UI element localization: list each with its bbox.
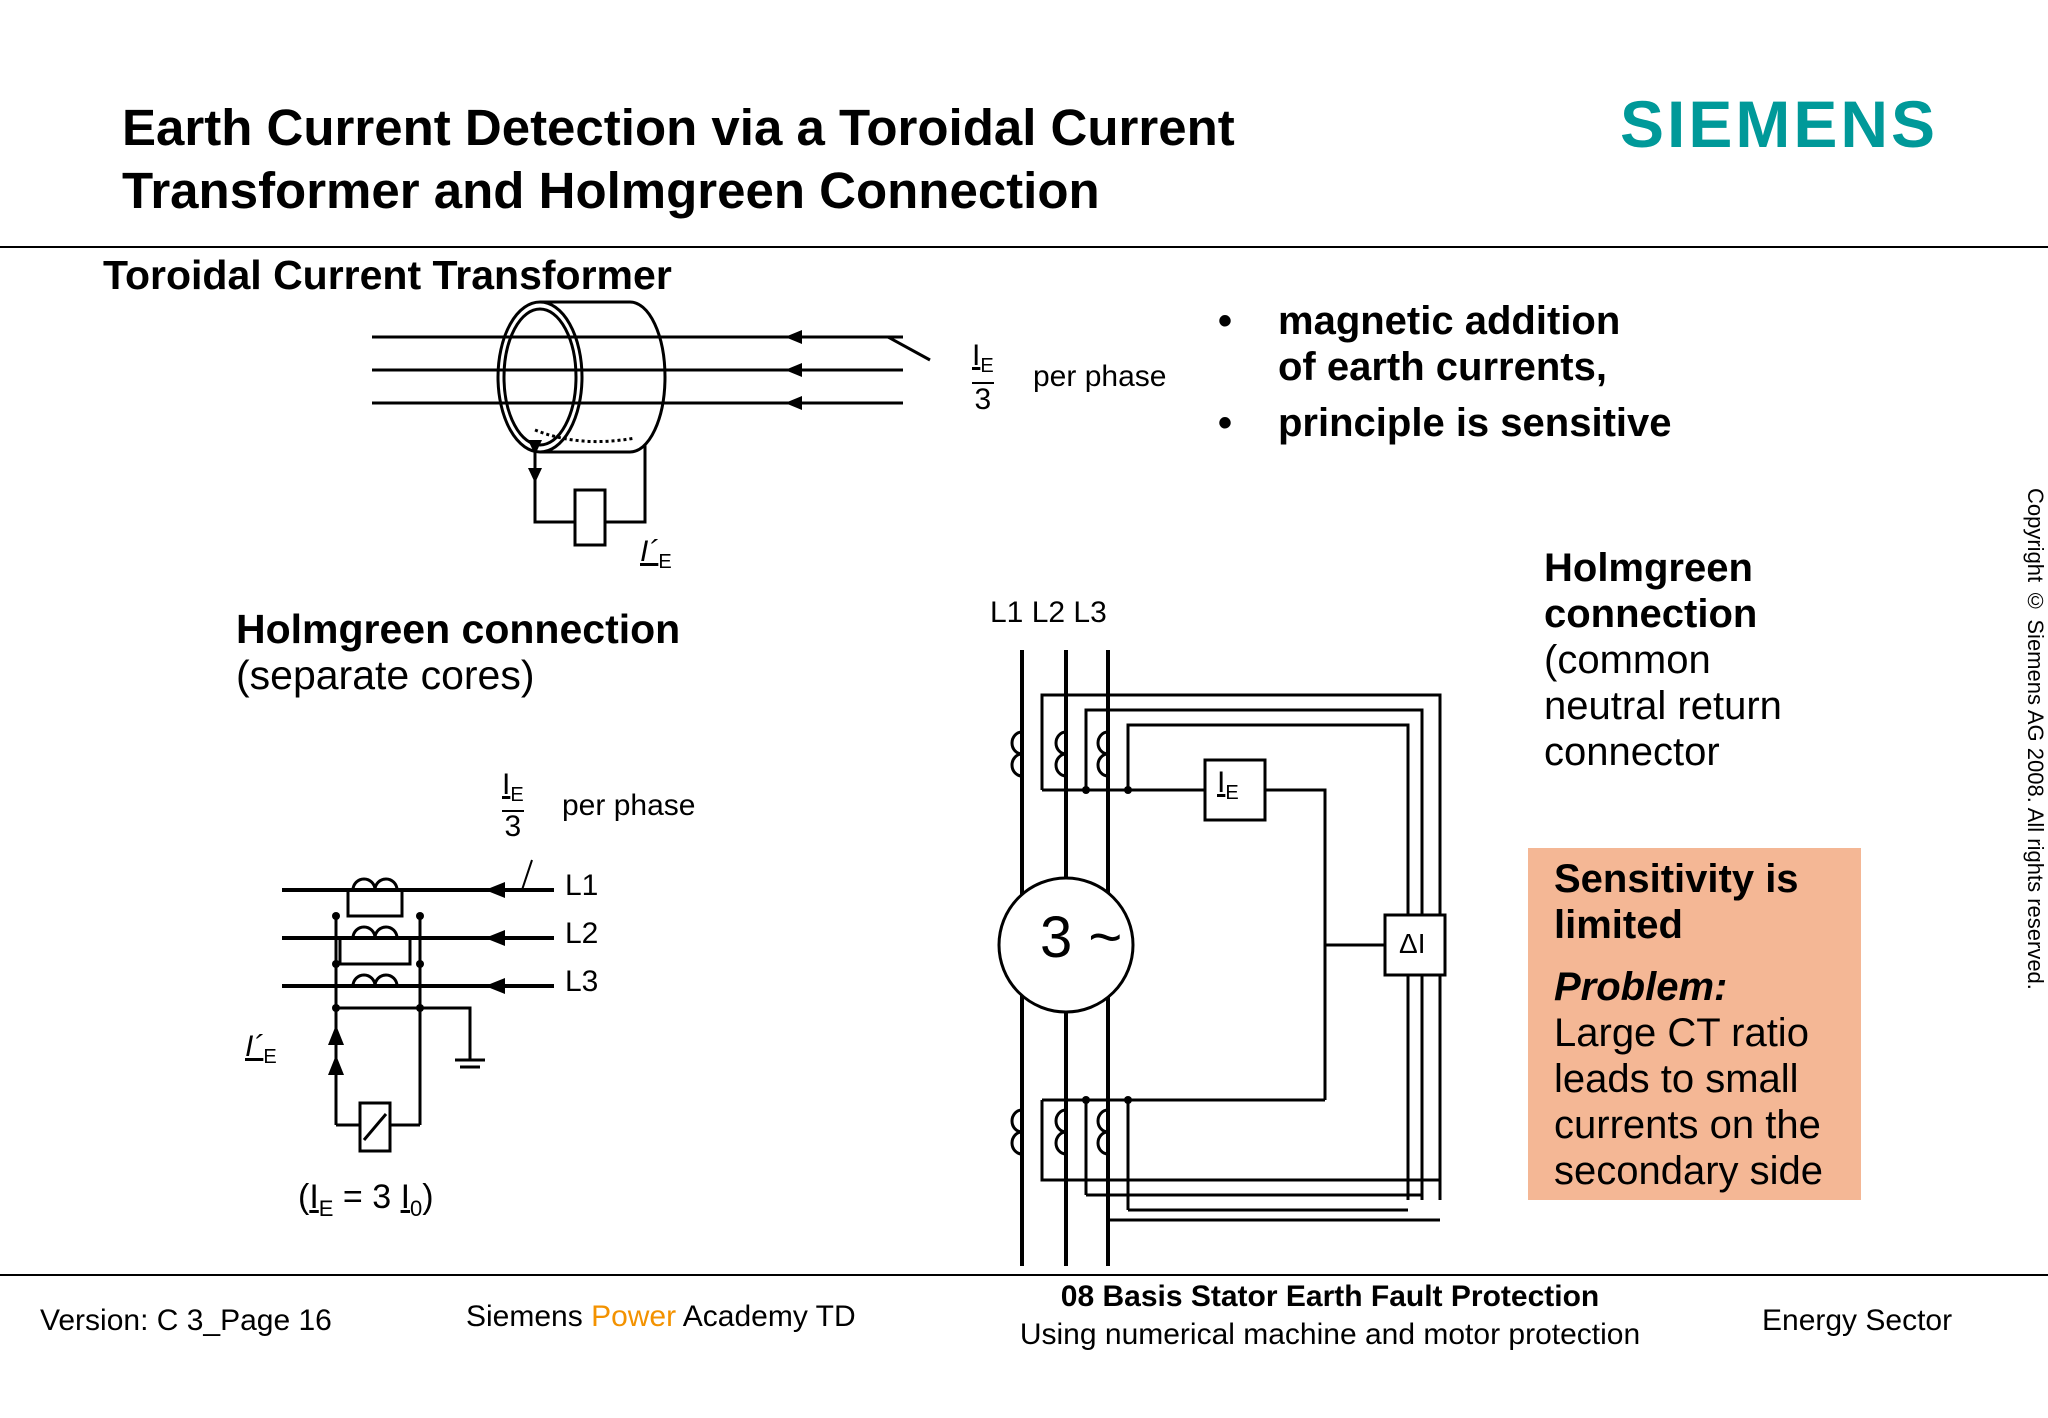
- bullet-item-cont: of earth currents,: [1278, 345, 1607, 389]
- toroidal-fraction: IE 3: [972, 339, 994, 416]
- holmgreen-separate-heading: Holmgreen connection (separate cores): [236, 606, 681, 698]
- bullet-list: • magnetic addition of earth currents, •…: [1218, 298, 1672, 446]
- phase-label-l3: L3: [565, 965, 599, 998]
- title-line-2: Transformer and Holmgreen Connection: [122, 162, 1100, 219]
- footer-divider: [0, 1274, 2048, 1276]
- phase-label-l1: L1: [565, 869, 599, 902]
- header-divider: [0, 246, 2048, 248]
- footer-course: 08 Basis Stator Earth Fault Protection U…: [1019, 1280, 1641, 1351]
- siemens-logo: SIEMENS: [1620, 87, 1939, 161]
- toroidal-title: Toroidal Current Transformer: [103, 252, 672, 298]
- holmgreen-common-diagram: [997, 650, 1447, 1266]
- phase-label-l2: L2: [565, 917, 599, 950]
- generator-symbol: 3 ~: [1040, 905, 1123, 970]
- separate-per-phase: per phase: [562, 789, 696, 822]
- bullet-item: • magnetic addition: [1218, 299, 1621, 343]
- separate-phase-labels: L1 L2 L3: [565, 862, 598, 1006]
- bullet-item: • principle is sensitive: [1218, 401, 1672, 445]
- copyright-notice: Copyright © Siemens AG 2008. All rights …: [2023, 488, 2048, 990]
- separate-ie-label: I´E: [245, 1030, 277, 1068]
- holmgreen-common-description: Holmgreen connection (common neutral ret…: [1544, 546, 1782, 774]
- separate-formula: (IE = 3 I0): [298, 1178, 434, 1221]
- page-title: Earth Current Detection via a Toroidal C…: [122, 96, 1522, 222]
- sensitivity-note-box: Sensitivity is limited Problem: Large CT…: [1528, 848, 1861, 1200]
- delta-i-box-label: ΔI: [1399, 928, 1426, 959]
- footer-version: Version: C 3_Page 16: [40, 1304, 332, 1337]
- common-phase-header: L1 L2 L3: [990, 596, 1107, 629]
- holmgreen-separate-diagram: [282, 859, 554, 1153]
- toroidal-ie-label: I´E: [640, 535, 672, 573]
- title-line-1: Earth Current Detection via a Toroidal C…: [122, 99, 1235, 156]
- toroidal-ct-diagram: [372, 300, 931, 547]
- toroidal-per-phase: per phase: [1033, 360, 1167, 393]
- footer-academy: Siemens Power Academy TD: [466, 1300, 856, 1333]
- separate-fraction: IE 3: [502, 768, 524, 843]
- footer-sector: Energy Sector: [1762, 1304, 1953, 1337]
- ie-box-label: IE: [1217, 766, 1239, 804]
